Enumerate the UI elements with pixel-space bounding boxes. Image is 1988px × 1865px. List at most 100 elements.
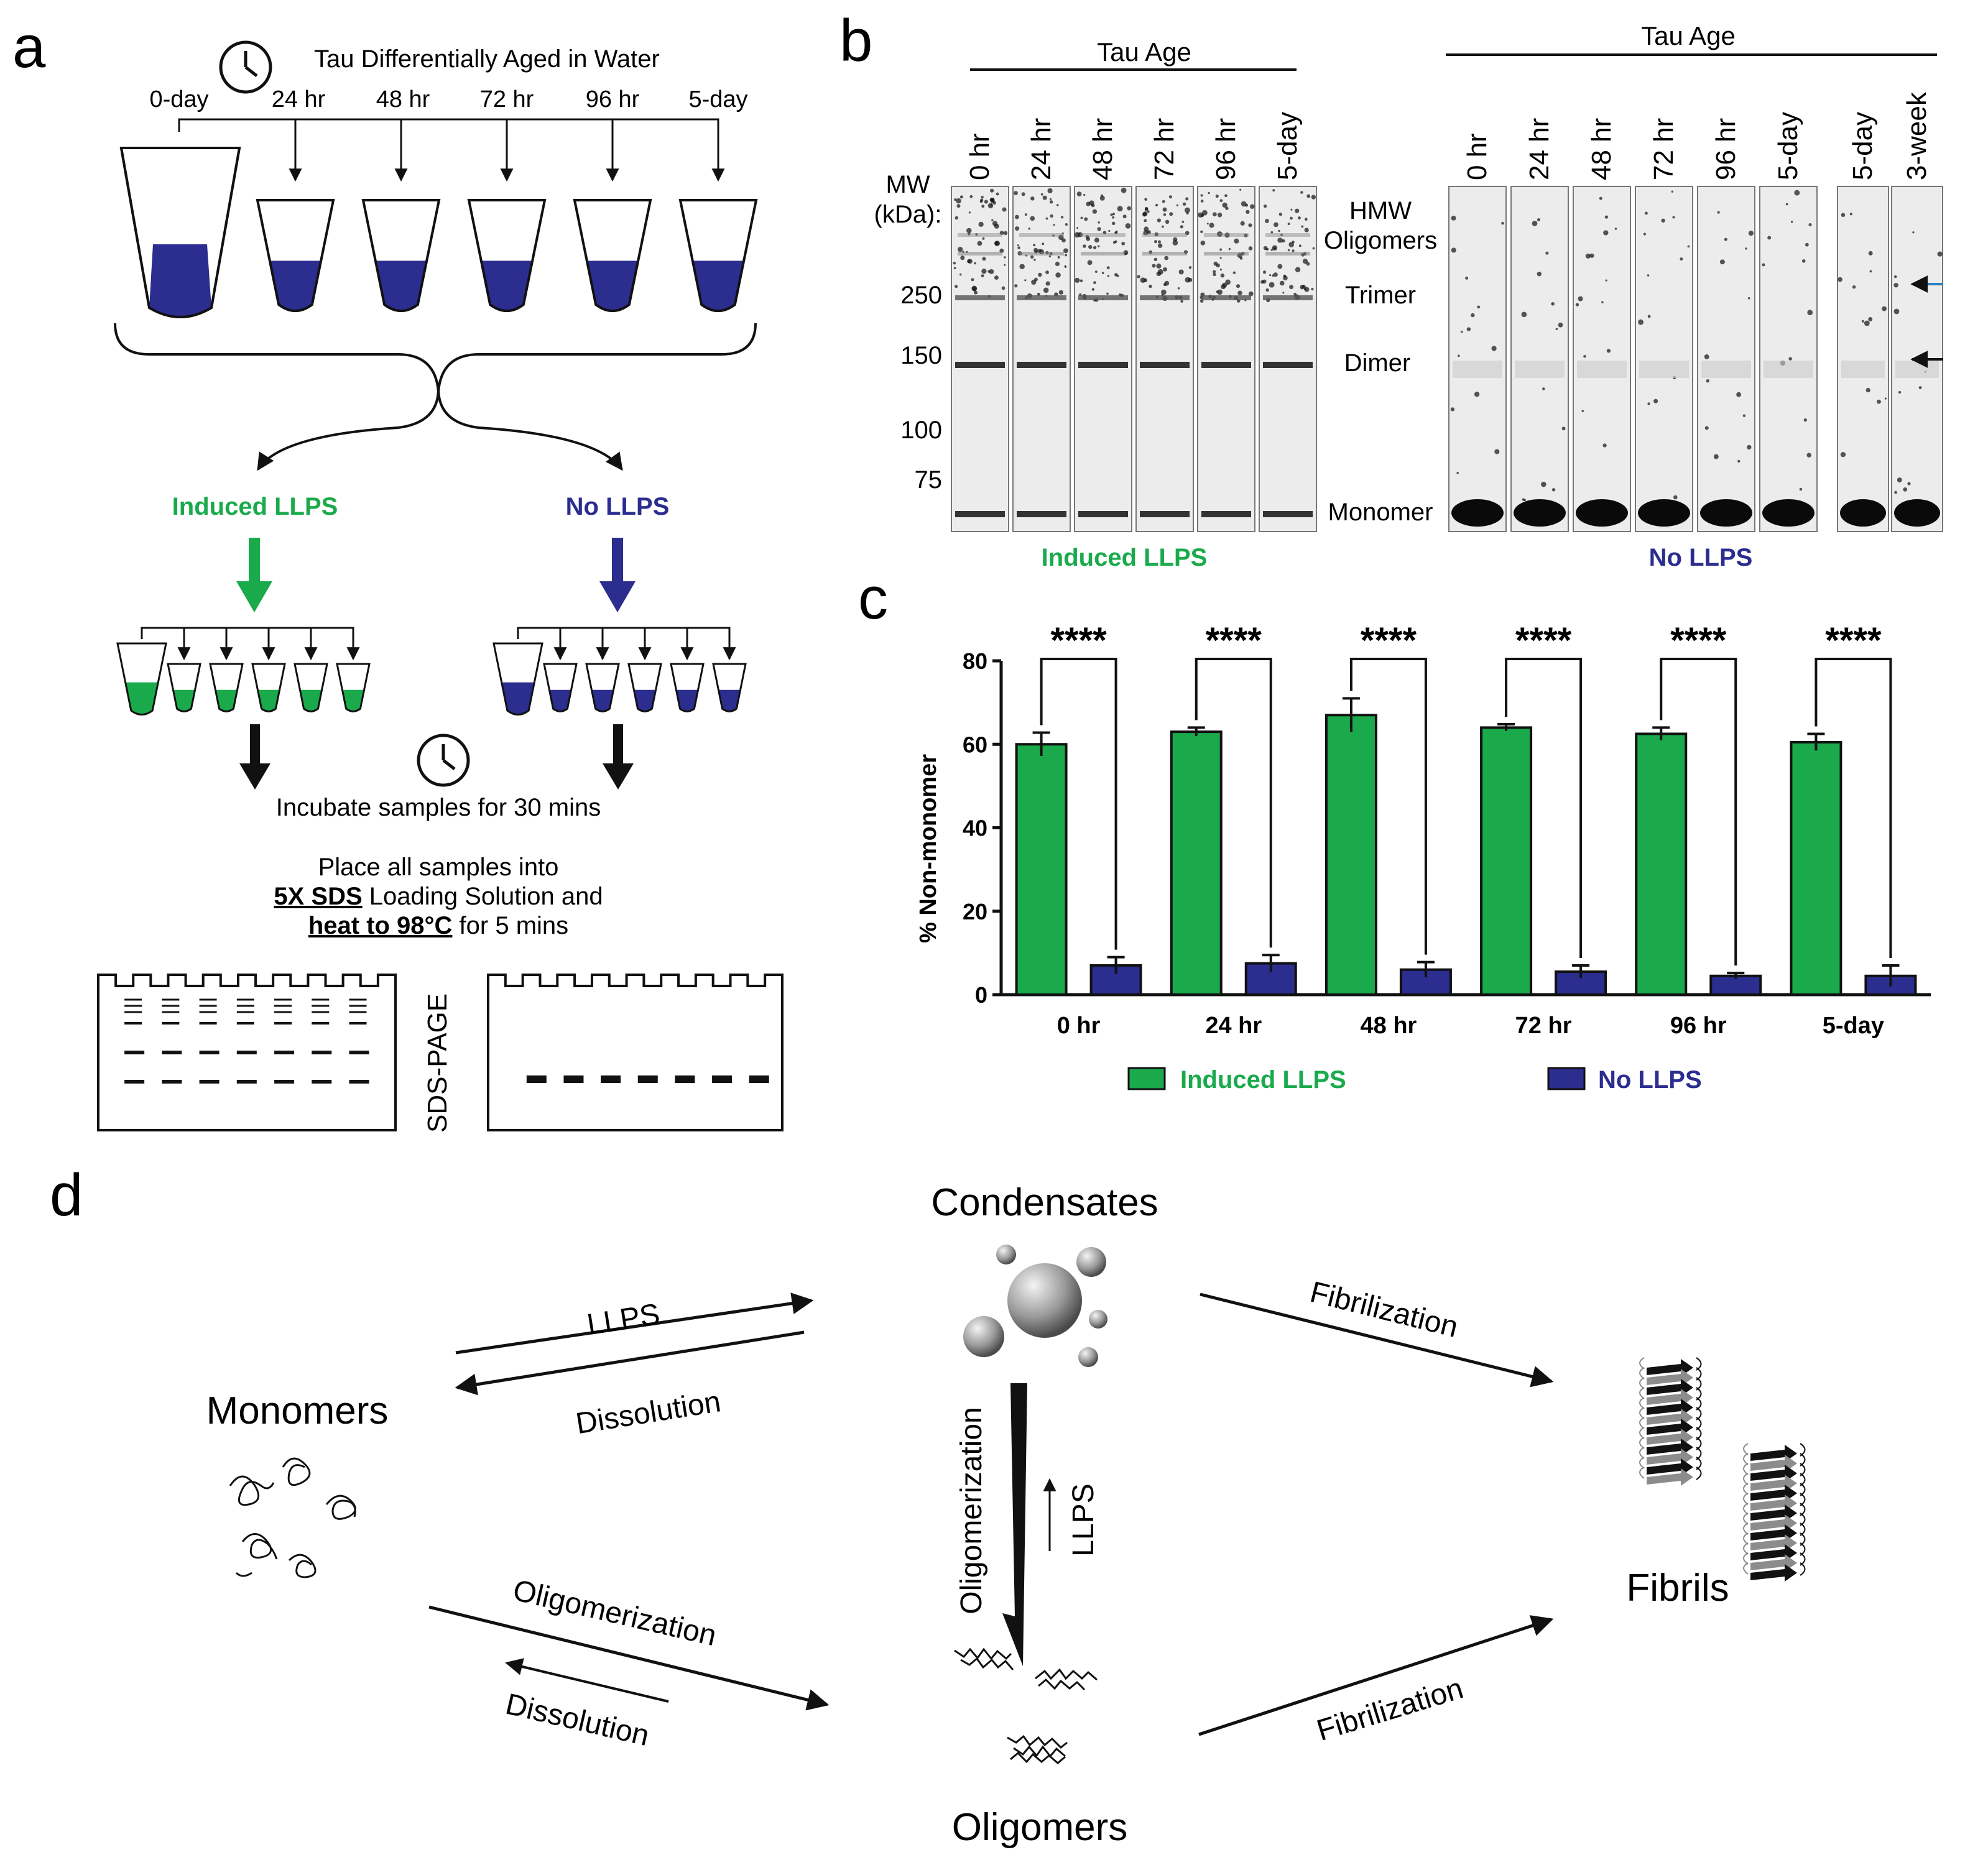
fibril [1639,1357,1702,1486]
pooling-brace [114,323,757,392]
fibrilization-arrow-top [1200,1292,1554,1388]
significance-bracket [1040,658,1117,950]
oligomerization-arrow [428,1605,830,1711]
lane-label: 72 hr [1648,118,1679,180]
tube [251,663,286,712]
large-tube [119,147,241,318]
induced-tube-set [116,627,371,716]
blot-lane: 5-day [1259,112,1317,532]
black-arrow-right [603,724,634,790]
tube [209,663,244,712]
blot-lane: 96 hr [1697,118,1755,532]
sds-page-label: SDS-PAGE [422,993,453,1133]
lane-label: 24 hr [1524,118,1555,180]
bar [1709,974,1762,996]
llps-vertical-label: LLPS [1067,1483,1100,1556]
condensates-label: Condensates [931,1181,1158,1224]
bar [1790,740,1842,997]
significance-bracket [1195,658,1272,948]
timepoint-label: 48 hr [376,86,430,113]
band-label-monomer: Monomer [1328,499,1433,526]
y-tick-label: 40 [963,816,987,841]
panel-label-d: d [50,1162,83,1228]
legend-label-no-llps: No LLPS [1598,1066,1702,1094]
x-tick-label: 72 hr [1515,1013,1572,1039]
x-tick-label: 48 hr [1361,1013,1417,1039]
lane-label: 3-week [1902,91,1932,180]
lane-label: 5-day [1773,112,1803,180]
y-tick-label: 20 [963,899,987,924]
green-arrow [236,538,272,612]
tube [712,663,747,712]
blot-lane: 0 hr [951,133,1009,532]
panel-label-c: c [858,565,888,632]
significance-stars: **** [1670,620,1727,661]
split-arrow-right [437,388,623,471]
no-llps-tube-set [492,627,747,716]
x-tick-label: 0 hr [1057,1013,1101,1039]
blot-lane: 72 hr [1135,118,1194,532]
clock-icon [417,734,470,787]
y-tick-label: 0 [975,982,987,1008]
tube [336,663,371,712]
tube [167,663,201,712]
significance-stars: **** [1825,620,1882,661]
oligomerization-vertical-label: Oligomerization [955,1407,988,1614]
blot-lane: 24 hr [1012,118,1071,532]
tau-age-left: Tau Age [1097,37,1191,67]
mw-marker: 250 [900,282,942,309]
induced-llps-blot-label: Induced LLPS [1042,544,1208,571]
tube [492,642,543,716]
oligomerization-label: Oligomerization [510,1574,719,1653]
tube [543,663,578,712]
legend-label-induced: Induced LLPS [1180,1066,1346,1094]
no-llps-blot-label: No LLPS [1649,544,1753,571]
place-text-1: Place all samples into [318,854,559,881]
tau-age-right: Tau Age [1641,21,1736,50]
lane-label: 5-day [1272,112,1303,180]
x-tick-label: 24 hr [1205,1013,1262,1039]
significance-stars: **** [1050,620,1107,661]
significance-stars: **** [1361,620,1417,661]
clock-icon [219,40,272,94]
llps-label: LLPS [585,1297,662,1342]
blot-lane: 96 hr [1197,118,1255,532]
timepoint-label: 0-day [149,86,208,113]
band-label-hmw: HMW [1349,197,1412,224]
bar [1089,964,1142,996]
bar [1635,732,1688,996]
mw-marker: 75 [915,466,943,494]
split-arrow-left [257,388,440,471]
significance-bracket [1505,658,1583,959]
timepoint-label: 5-day [688,86,747,113]
llps-arrow [455,1292,814,1355]
lane-label: 5-day [1847,112,1878,180]
condensate-droplets [963,1245,1107,1367]
panel-b: b Tau Age Tau Age MW (kDa): 250 150 100 … [839,7,1943,571]
no-llps-label: No LLPS [566,493,670,520]
place-text-2: 5X SDS Loading Solution and [274,883,603,910]
significance-bracket [1815,658,1892,959]
lane-label: 96 hr [1211,118,1241,180]
incubate-text: Incubate samples for 30 mins [276,794,601,821]
blue-arrow [599,538,636,612]
dissolution-label-top: Dissolution [573,1385,723,1440]
fibrils-label: Fibrils [1626,1567,1729,1609]
dissolution-arrow-bottom [505,1658,669,1703]
tube [361,199,441,313]
fibrilization-label-bottom: Fibrilization [1313,1672,1468,1748]
timepoint-label: 72 hr [480,86,534,113]
blot-lane: 72 hr [1635,118,1693,532]
dissolution-label-bottom: Dissolution [502,1688,652,1752]
mw-marker: 100 [900,417,942,444]
gel-schematic-no-llps [487,974,784,1131]
aging-title: Tau Differentially Aged in Water [314,45,660,73]
x-tick-label: 5-day [1823,1013,1884,1039]
bar [1170,730,1223,997]
significance-bracket [1660,658,1737,966]
fibrilization-label-top: Fibrilization [1307,1276,1461,1344]
oligomerization-wedge-arrow [1002,1383,1027,1666]
band-label-oligomers: Oligomers [1324,227,1437,254]
